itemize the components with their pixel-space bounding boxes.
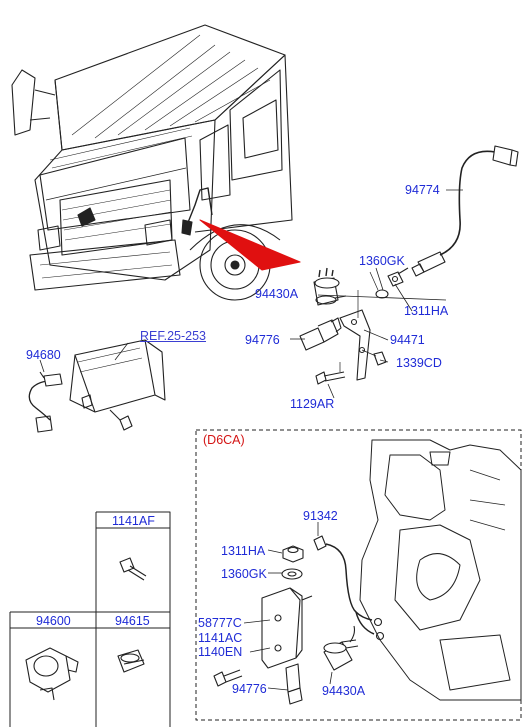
sender-bottom bbox=[285, 663, 303, 705]
bolt-1339cd bbox=[373, 351, 387, 366]
label-1360gk-bottom: 1360GK bbox=[221, 567, 267, 581]
label-91342: 91342 bbox=[303, 509, 338, 523]
label-94776-bottom: 94776 bbox=[232, 682, 267, 696]
table-cell-94600: 94600 bbox=[36, 614, 71, 628]
label-94471: 94471 bbox=[390, 333, 425, 347]
label-1140en: 1140EN bbox=[198, 645, 243, 659]
label-94776-top: 94776 bbox=[245, 333, 280, 347]
sender-top bbox=[299, 317, 342, 351]
label-94680: 94680 bbox=[26, 348, 61, 362]
label-1141ac: 1141AC bbox=[198, 631, 243, 645]
label-ref-25-253[interactable]: REF.25-253 bbox=[140, 329, 207, 343]
table-cell-1141af: 1141AF bbox=[112, 514, 155, 528]
parts-table bbox=[9, 511, 171, 727]
control-module bbox=[28, 339, 166, 433]
nut-bottom bbox=[282, 545, 304, 563]
pressure-switch-top bbox=[313, 267, 347, 306]
label-94774: 94774 bbox=[405, 183, 440, 197]
label-1360gk-top: 1360GK bbox=[359, 254, 405, 268]
harness-91342 bbox=[313, 535, 385, 641]
label-1311ha-bottom: 1311HA bbox=[221, 544, 266, 558]
engine-block bbox=[359, 439, 522, 701]
bolt-1141af-icon bbox=[119, 557, 147, 581]
washer-bottom bbox=[281, 568, 303, 580]
pressure-switch-bottom bbox=[323, 625, 359, 671]
pointer-arrow bbox=[199, 219, 301, 271]
label-1129ar: 1129AR bbox=[290, 397, 335, 411]
bolt-1140en bbox=[213, 669, 243, 687]
label-1339cd: 1339CD bbox=[396, 356, 442, 370]
label-d6ca: (D6CA) bbox=[203, 433, 245, 447]
label-94430a-bottom: 94430A bbox=[322, 684, 366, 698]
bolt-1129ar bbox=[315, 362, 346, 385]
sensor-cable-94774 bbox=[397, 145, 519, 277]
truck-illustration bbox=[11, 24, 293, 301]
washer-top bbox=[375, 289, 389, 299]
label-1311ha-top: 1311HA bbox=[404, 304, 449, 318]
label-58777c: 58777C bbox=[198, 616, 242, 630]
part-94615-icon bbox=[117, 649, 145, 673]
bracket-94471 bbox=[339, 290, 387, 381]
label-94430a-top: 94430A bbox=[255, 287, 299, 301]
bracket-58777c bbox=[261, 587, 313, 669]
table-cell-94615: 94615 bbox=[115, 614, 150, 628]
part-94600-icon bbox=[25, 647, 79, 701]
nut-top bbox=[387, 271, 404, 287]
leader-lines bbox=[39, 189, 463, 691]
